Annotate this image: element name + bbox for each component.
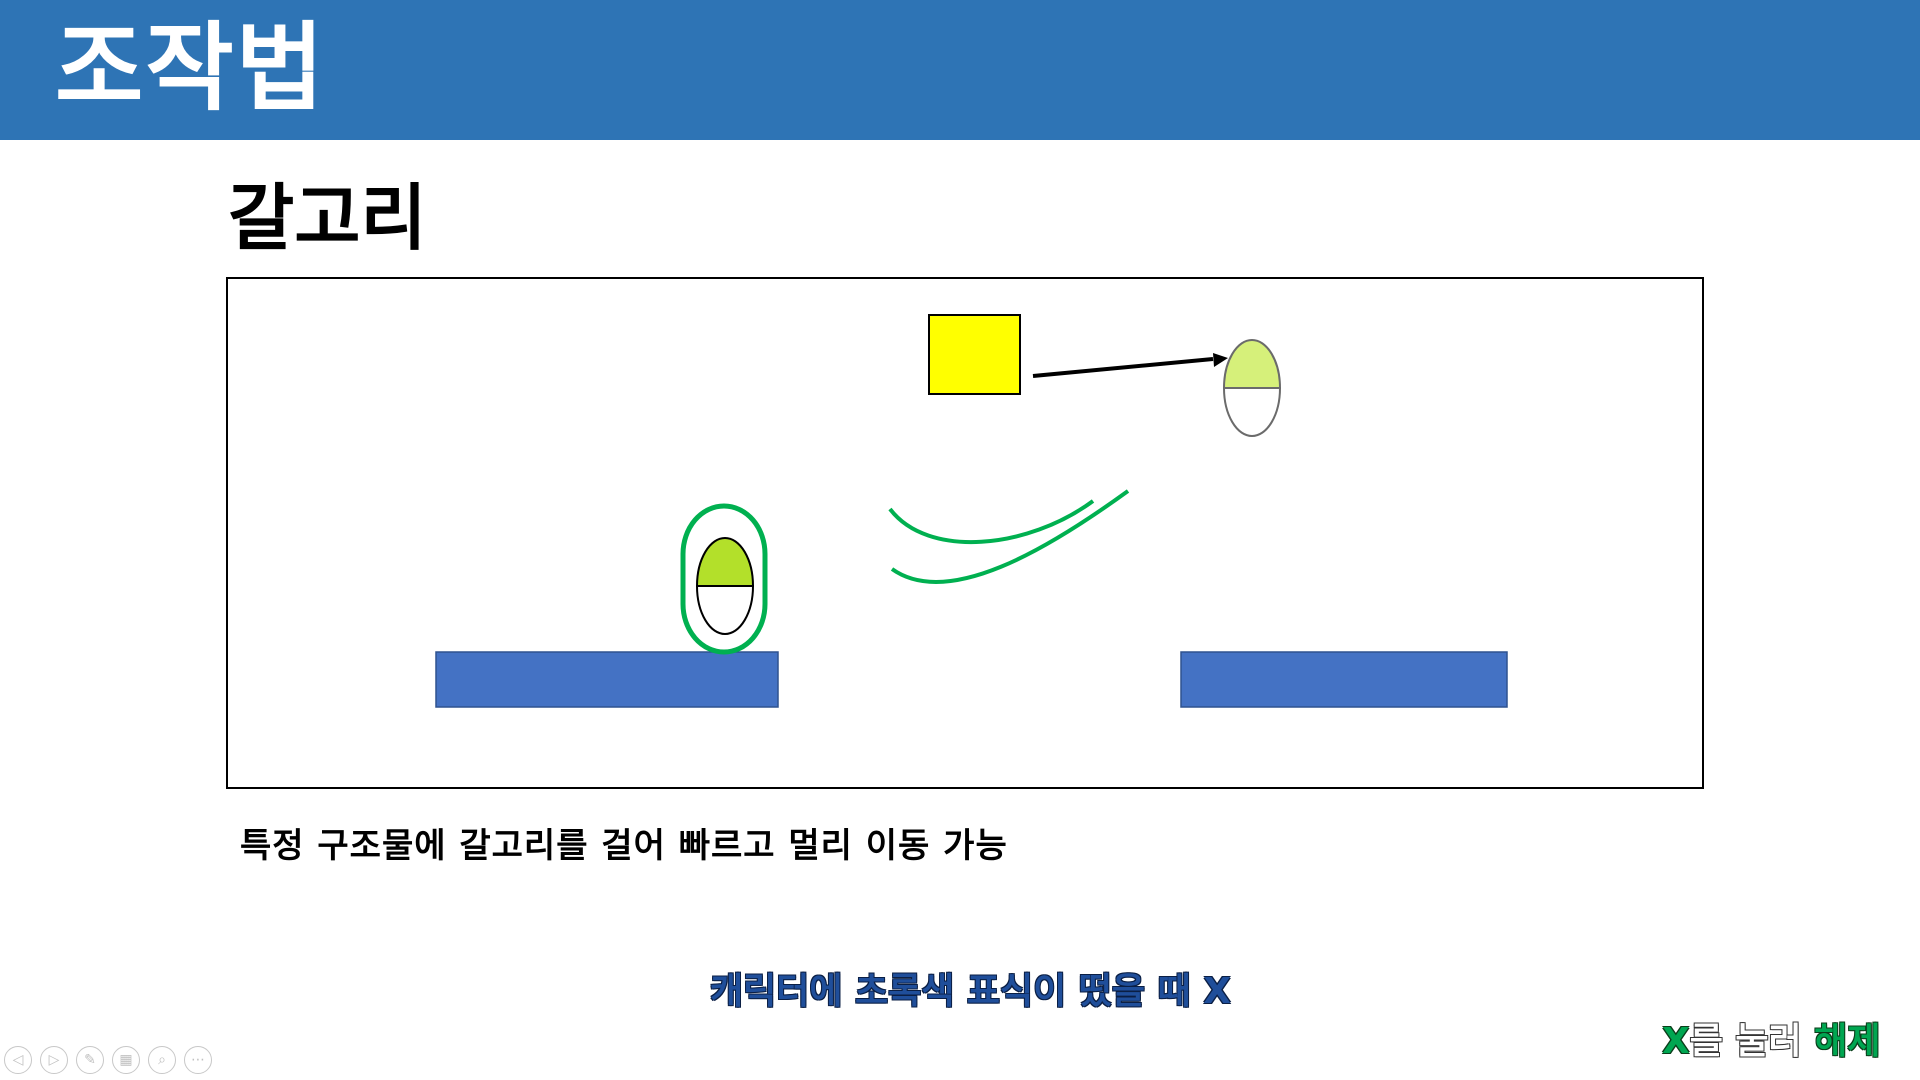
diagram-frame [226,277,1704,789]
slide-title: 조작법 [55,12,326,124]
cancel-middle-text: 를 눌러 [1689,1021,1802,1062]
description-text: 특정 구조물에 갈고리를 걸어 빠르고 멀리 이동 가능 [240,826,1008,866]
cancel-hint: X를 눌러 해제 [1662,1012,1880,1064]
more-icon[interactable]: ⋯ [184,1046,212,1074]
next-icon[interactable]: ▷ [40,1046,68,1074]
section-heading: 갈고리 [228,176,427,260]
character-icon [695,537,755,635]
zoom-icon[interactable]: ⌕ [148,1046,176,1074]
green-marker-ring [680,503,768,655]
grapple-diagram [435,314,1508,708]
target-character-icon [1222,339,1282,437]
left-platform [435,651,779,708]
grapple-hint-text: 캐릭터에 초록색 표식이 떴을 때 X [710,971,1231,1012]
slides-grid-icon[interactable]: ▦ [112,1046,140,1074]
pen-icon[interactable]: ✎ [76,1046,104,1074]
cancel-action: 해제 [1814,1021,1881,1062]
cancel-key: X [1662,1021,1690,1062]
presentation-toolbar: ◁ ▷ ✎ ▦ ⌕ ⋯ [4,1046,212,1074]
motion-lines-icon [888,489,1130,584]
previous-icon[interactable]: ◁ [4,1046,32,1074]
right-platform [1180,651,1508,708]
grapple-anchor-block [928,314,1021,395]
title-bar [0,0,1920,140]
arrow-icon [1032,353,1228,378]
